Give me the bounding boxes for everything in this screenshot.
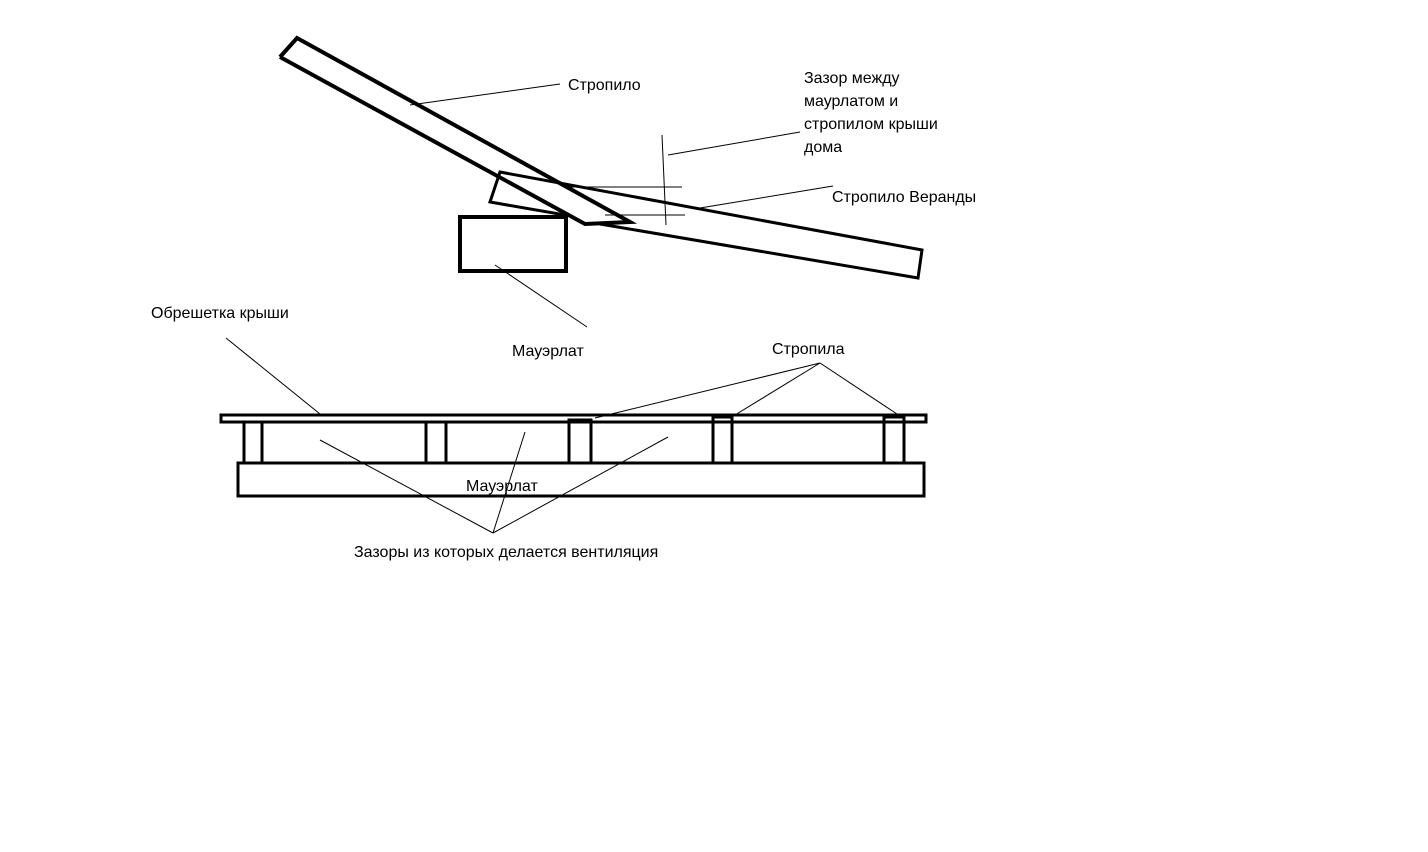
house-rafter xyxy=(278,35,638,227)
rafters-label: Стропила xyxy=(772,341,845,358)
gap-label-line: дома xyxy=(804,139,843,156)
rafter-post xyxy=(567,418,593,465)
lathing-label: Обрешетка крыши xyxy=(151,305,289,322)
rafter-post xyxy=(424,420,448,465)
gap-label-line: стропилом крыши xyxy=(804,116,938,133)
rafter-post xyxy=(882,415,906,465)
rafter-post xyxy=(711,415,734,465)
gap-label: Зазор между маурлатом и стропилом крыши … xyxy=(804,67,938,159)
veranda-rafter-label: Стропило Веранды xyxy=(832,189,977,206)
mauerlat-block-section xyxy=(458,215,568,273)
leader-lines xyxy=(225,83,898,534)
gap-label-line: Зазор между xyxy=(804,70,900,87)
gap-marker-lines xyxy=(565,134,685,226)
mauerlat-beam xyxy=(236,461,926,498)
rafter-post xyxy=(242,420,264,465)
veranda-rafter xyxy=(488,170,924,280)
rafter-label: Стропило xyxy=(568,77,641,94)
mauerlat-bottom-label: Мауэрлат xyxy=(466,478,538,495)
gaps-label: Зазоры из которых делается вентиляция xyxy=(354,544,659,561)
gap-label-line: маурлатом и xyxy=(804,93,899,110)
rafter-posts xyxy=(242,415,906,465)
mauerlat-top-label: Мауэрлат xyxy=(512,343,584,360)
roof-lathing-board xyxy=(219,413,928,424)
